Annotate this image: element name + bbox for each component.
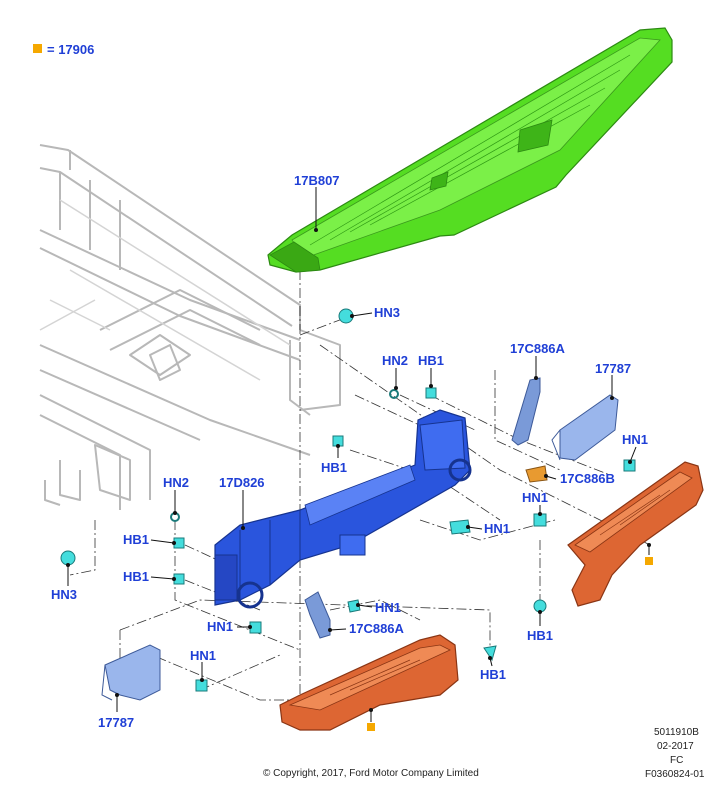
nut-hn2-right-icon	[389, 389, 399, 399]
leader-lines	[66, 187, 651, 722]
callout-hn1-mid: HN1	[522, 490, 548, 505]
nut-hn1-center-icon	[449, 519, 471, 535]
callout-hb1-top: HB1	[418, 353, 444, 368]
callout-17787-right: 17787	[595, 361, 631, 376]
bumper-bracket-lower-center	[304, 591, 331, 639]
callout-17c886a-top: 17C886A	[510, 341, 566, 356]
callout-hn1-bottom-center: HN1	[207, 619, 233, 634]
marker-square-left-icon	[367, 723, 375, 731]
callout-hn1-center: HN1	[484, 521, 510, 536]
callout-17d826: 17D826	[219, 475, 265, 490]
hitch-crossmember	[214, 409, 472, 609]
callout-hb1-left-a: HB1	[123, 532, 149, 547]
legend-square-icon	[33, 44, 42, 53]
callout-hn1-right: HN1	[622, 432, 648, 447]
clip-17c886b-icon	[525, 465, 548, 483]
callout-17c886a-bottom: 17C886A	[349, 621, 405, 636]
bumper-bracket-upper-center	[511, 377, 541, 446]
callout-hn3-left: HN3	[51, 587, 77, 602]
nut-hn1-lower-icon	[347, 599, 361, 613]
callout-hn2-left: HN2	[163, 475, 189, 490]
callout-hb1-right-low: HB1	[527, 628, 553, 643]
callout-17787-left: 17787	[98, 715, 134, 730]
vehicle-frame	[39, 144, 341, 510]
callout-hn1-lower: HN1	[375, 600, 401, 615]
bumper-bracket-left	[101, 644, 161, 701]
legend-text: = 17906	[47, 42, 94, 57]
callout-hn3-top: HN3	[374, 305, 400, 320]
callout-hb1-bottom: HB1	[480, 667, 506, 682]
callout-hb1-left-b: HB1	[123, 569, 149, 584]
doc-code: FC	[670, 755, 683, 766]
rear-step-pad	[267, 27, 673, 273]
rear-bumper-right-half	[567, 461, 704, 607]
bumper-bracket-right	[551, 394, 619, 461]
figure-id: F0360824-01	[645, 769, 705, 780]
alignment-lines	[69, 270, 651, 701]
callout-17c886b: 17C886B	[560, 471, 615, 486]
rear-bumper-left-half	[279, 634, 459, 731]
callout-hn1-bottom-left: HN1	[190, 648, 216, 663]
marker-square-right-icon	[645, 557, 653, 565]
copyright-text: © Copyright, 2017, Ford Motor Company Li…	[263, 768, 479, 779]
bolt-hb1-top-icon	[425, 387, 437, 399]
nut-hn3-left-icon	[60, 550, 76, 566]
doc-id: 5011910B	[654, 727, 699, 738]
callout-hn2-right: HN2	[382, 353, 408, 368]
nut-hn1-right-icon	[623, 459, 636, 472]
callout-hb1-mid: HB1	[321, 460, 347, 475]
doc-date: 02-2017	[657, 741, 694, 752]
callout-17b807: 17B807	[294, 173, 340, 188]
bolt-hb1-bottom-icon	[483, 645, 497, 662]
